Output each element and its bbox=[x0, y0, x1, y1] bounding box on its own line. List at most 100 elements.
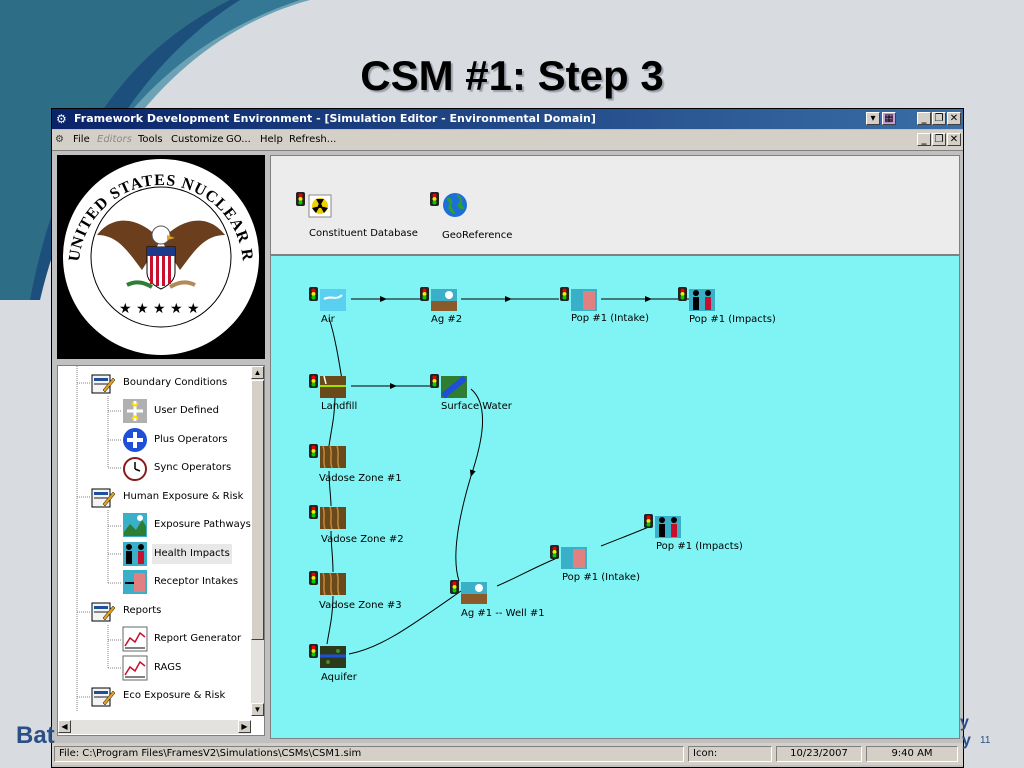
menu-bar: ⚙ File Editors Tools Customize GO... Hel… bbox=[52, 130, 963, 151]
scroll-left-button[interactable]: ◀ bbox=[58, 720, 71, 733]
folder-icon bbox=[91, 488, 116, 508]
tree-selection-highlight bbox=[152, 544, 232, 564]
palette-item-constituent-database[interactable]: Constituent Database bbox=[309, 228, 418, 239]
node-pop-1-intake-top[interactable]: Pop #1 (Intake) bbox=[571, 313, 649, 324]
node-air[interactable]: Air bbox=[321, 314, 335, 325]
scroll-right-button[interactable]: ▶ bbox=[238, 720, 251, 733]
node-landfill[interactable]: Landfill bbox=[321, 401, 358, 412]
status-icon-label: Icon: bbox=[688, 746, 772, 762]
user-defined-icon bbox=[123, 399, 147, 423]
intake-icon[interactable] bbox=[559, 285, 599, 313]
component-tree: Boundary Conditions User Defined Plus Op… bbox=[57, 365, 265, 736]
window-title: Framework Development Environment - [Sim… bbox=[74, 112, 596, 125]
simulation-canvas[interactable]: Air Ag #2 Pop #1 (Intake) Pop #1 (Impact… bbox=[270, 255, 960, 739]
exposure-icon bbox=[123, 513, 147, 537]
menu-customize[interactable]: Customize bbox=[171, 134, 224, 145]
child-close-button[interactable]: ✕ bbox=[947, 133, 961, 146]
tree-item-boundary-conditions[interactable]: Boundary Conditions bbox=[123, 377, 228, 388]
clock-icon bbox=[123, 457, 147, 481]
app-icon: ⚙ bbox=[56, 112, 67, 126]
node-ag-2[interactable]: Ag #2 bbox=[431, 314, 463, 325]
corner-logo-text-right-1: y bbox=[960, 714, 969, 731]
status-time: 9:40 AM bbox=[866, 746, 958, 762]
folder-icon bbox=[91, 687, 116, 707]
status-bar: File: C:\Program Files\FramesV2\Simulati… bbox=[52, 743, 963, 765]
node-vadose-zone-2[interactable]: Vadose Zone #2 bbox=[321, 534, 404, 545]
soil-icon[interactable] bbox=[308, 503, 348, 531]
status-date: 10/23/2007 bbox=[776, 746, 862, 762]
tree-item-exposure-pathways[interactable]: Exposure Pathways bbox=[154, 519, 251, 530]
restore-button[interactable]: ❐ bbox=[932, 112, 946, 125]
view-toggle-button[interactable]: ▦ bbox=[882, 112, 896, 125]
farm-icon[interactable] bbox=[419, 285, 459, 313]
status-file-path: File: C:\Program Files\FramesV2\Simulati… bbox=[54, 746, 684, 762]
node-ag-1-well-1[interactable]: Ag #1 -- Well #1 bbox=[461, 608, 545, 619]
tree-horizontal-scrollbar[interactable]: ◀ ▶ bbox=[58, 720, 251, 734]
menu-help[interactable]: Help bbox=[260, 134, 283, 145]
connection-arrows bbox=[326, 296, 691, 655]
child-minimize-button[interactable]: _ bbox=[917, 133, 931, 146]
node-pop-1-impacts-top[interactable]: Pop #1 (Impacts) bbox=[689, 314, 776, 325]
close-button[interactable]: ✕ bbox=[947, 112, 961, 125]
menu-go[interactable]: GO... bbox=[226, 134, 251, 145]
svg-text:★ ★ ★ ★ ★: ★ ★ ★ ★ ★ bbox=[119, 301, 200, 317]
palette-panel: Constituent Database GeoReference bbox=[270, 155, 960, 255]
node-pop-1-intake-low[interactable]: Pop #1 (Intake) bbox=[562, 572, 640, 583]
node-aquifer[interactable]: Aquifer bbox=[321, 672, 357, 683]
globe-icon[interactable] bbox=[429, 190, 469, 218]
tree-item-health-impacts[interactable]: Health Impacts bbox=[154, 548, 230, 559]
title-bar: ⚙ Framework Development Environment - [S… bbox=[52, 109, 963, 129]
intake-icon[interactable] bbox=[549, 543, 589, 571]
menu-refresh[interactable]: Refresh... bbox=[289, 134, 337, 145]
tree-item-sync-operators[interactable]: Sync Operators bbox=[154, 462, 232, 473]
app-window: ⚙ Framework Development Environment - [S… bbox=[49, 108, 964, 768]
people-icon bbox=[123, 542, 147, 566]
tree-vertical-scrollbar[interactable]: ▲ ▼ bbox=[251, 366, 264, 716]
menu-tools[interactable]: Tools bbox=[138, 134, 163, 145]
farm-icon[interactable] bbox=[449, 578, 489, 606]
child-restore-button[interactable]: ❐ bbox=[932, 133, 946, 146]
air-icon[interactable] bbox=[308, 285, 348, 313]
radiation-icon[interactable] bbox=[295, 190, 335, 218]
tree-item-eco-exposure[interactable]: Eco Exposure & Risk bbox=[123, 690, 226, 701]
plus-icon bbox=[123, 428, 147, 452]
node-vadose-zone-1[interactable]: Vadose Zone #1 bbox=[319, 473, 402, 484]
people-icon[interactable] bbox=[643, 512, 683, 540]
soil-icon[interactable] bbox=[308, 569, 348, 597]
menu-app-icon: ⚙ bbox=[55, 134, 64, 145]
scroll-down-button[interactable]: ▼ bbox=[251, 703, 264, 716]
tree-item-plus-operators[interactable]: Plus Operators bbox=[154, 434, 228, 445]
folder-icon bbox=[91, 602, 116, 622]
node-surface-water[interactable]: Surface Water bbox=[441, 401, 512, 412]
nrc-seal-logo: UNITED STATES NUCLEAR REGULATORY COMMISS… bbox=[49, 142, 259, 355]
dropdown-button[interactable]: ▾ bbox=[866, 112, 880, 125]
tree-item-human-exposure[interactable]: Human Exposure & Risk bbox=[123, 491, 244, 502]
chart-icon bbox=[122, 626, 148, 652]
tree-lines bbox=[76, 366, 122, 711]
soil-icon[interactable] bbox=[308, 442, 348, 470]
aquifer-icon[interactable] bbox=[308, 642, 348, 670]
scroll-thumb[interactable] bbox=[251, 380, 264, 640]
node-pop-1-impacts-low[interactable]: Pop #1 (Impacts) bbox=[656, 541, 743, 552]
minimize-button[interactable]: _ bbox=[917, 112, 931, 125]
slide-title: CSM #1: Step 3 bbox=[360, 52, 664, 99]
menu-editors[interactable]: Editors bbox=[97, 134, 132, 145]
tree-item-reports[interactable]: Reports bbox=[123, 605, 162, 616]
chart-icon bbox=[122, 655, 148, 681]
scroll-up-button[interactable]: ▲ bbox=[251, 366, 264, 379]
landfill-icon[interactable] bbox=[308, 372, 348, 400]
menu-file[interactable]: File bbox=[73, 134, 90, 145]
tree-item-receptor-intakes[interactable]: Receptor Intakes bbox=[154, 576, 239, 587]
palette-item-georeference[interactable]: GeoReference bbox=[442, 230, 513, 241]
tree-item-report-generator[interactable]: Report Generator bbox=[154, 633, 242, 644]
node-vadose-zone-3[interactable]: Vadose Zone #3 bbox=[319, 600, 402, 611]
people-icon[interactable] bbox=[677, 285, 717, 313]
folder-icon bbox=[91, 374, 116, 394]
corner-logo-text-left: Bat bbox=[16, 722, 55, 749]
nrc-seal-panel: UNITED STATES NUCLEAR REGULATORY COMMISS… bbox=[49, 142, 265, 359]
tree-item-user-defined[interactable]: User Defined bbox=[154, 405, 219, 416]
water-icon[interactable] bbox=[429, 372, 469, 400]
tree-item-rags[interactable]: RAGS bbox=[154, 662, 182, 673]
corner-logo-text-right-2: y bbox=[962, 732, 971, 749]
slide-number: 11 bbox=[980, 735, 991, 746]
